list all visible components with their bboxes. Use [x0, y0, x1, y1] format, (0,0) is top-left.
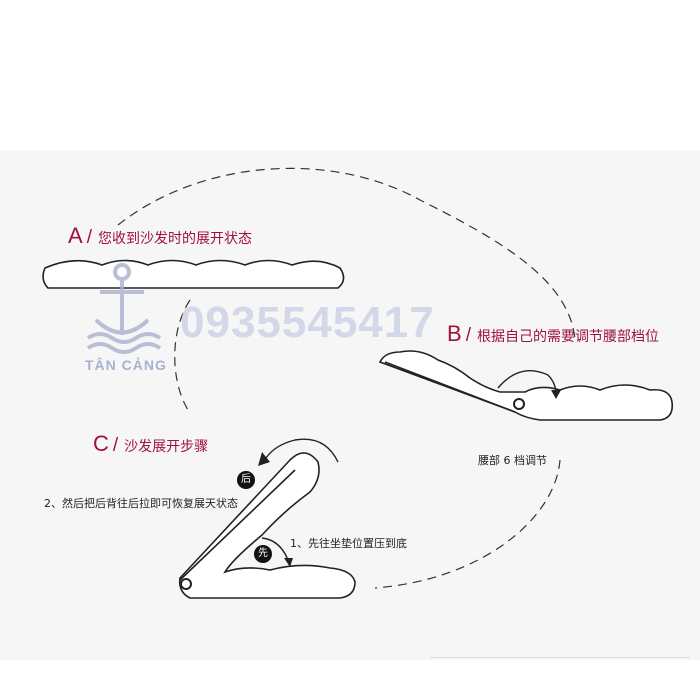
- phone-watermark: 0935545417: [180, 298, 435, 347]
- arrow-press-icon: [284, 558, 293, 567]
- hinge-gear-icon-2: [180, 578, 192, 590]
- step-two-note: 2、然后把后背往后拉即可恢复展天状态: [44, 497, 238, 510]
- lumbar-note: 腰部 6 档调节: [478, 454, 547, 467]
- sofa-folded-state: [178, 438, 356, 599]
- step-b-text: 根据自己的需要调节腰部档位: [476, 329, 659, 345]
- step-a-slash: /: [86, 227, 92, 248]
- hinge-gear-icon: [513, 398, 525, 410]
- first-marker: 先: [254, 545, 272, 563]
- top-blank-area: [0, 0, 700, 150]
- step-one-note: 1、先往坐垫位置压到底: [290, 537, 407, 550]
- brand-watermark: TÂN CẢNG: [85, 357, 167, 373]
- step-a-letter: A: [68, 223, 83, 248]
- sofa-lumbar-state: [378, 350, 674, 421]
- step-b-letter: B: [447, 321, 462, 346]
- step-a-text: 您收到沙发时的展开状态: [97, 231, 252, 247]
- step-c-text: 沙发展开步骤: [124, 439, 209, 455]
- sofa-flat-state: [42, 259, 345, 289]
- dashed-cycle-path: [117, 167, 576, 341]
- step-b-title: B/ 根据自己的需要调节腰部档位: [447, 321, 659, 347]
- step-c-letter: C: [93, 431, 109, 456]
- dashed-return-path: [374, 459, 561, 589]
- arrow-back-icon: [258, 452, 270, 466]
- step-a-title: A/ 您收到沙发时的展开状态: [68, 223, 252, 249]
- step-b-slash: /: [465, 325, 471, 346]
- anchor-watermark-icon: [86, 263, 162, 354]
- divider-line: [430, 657, 690, 658]
- step-c-slash: /: [112, 435, 119, 456]
- step-c-title: C/ 沙发展开步骤: [93, 431, 208, 457]
- after-marker: 后: [237, 471, 255, 489]
- arrow-down-icon: [551, 390, 561, 399]
